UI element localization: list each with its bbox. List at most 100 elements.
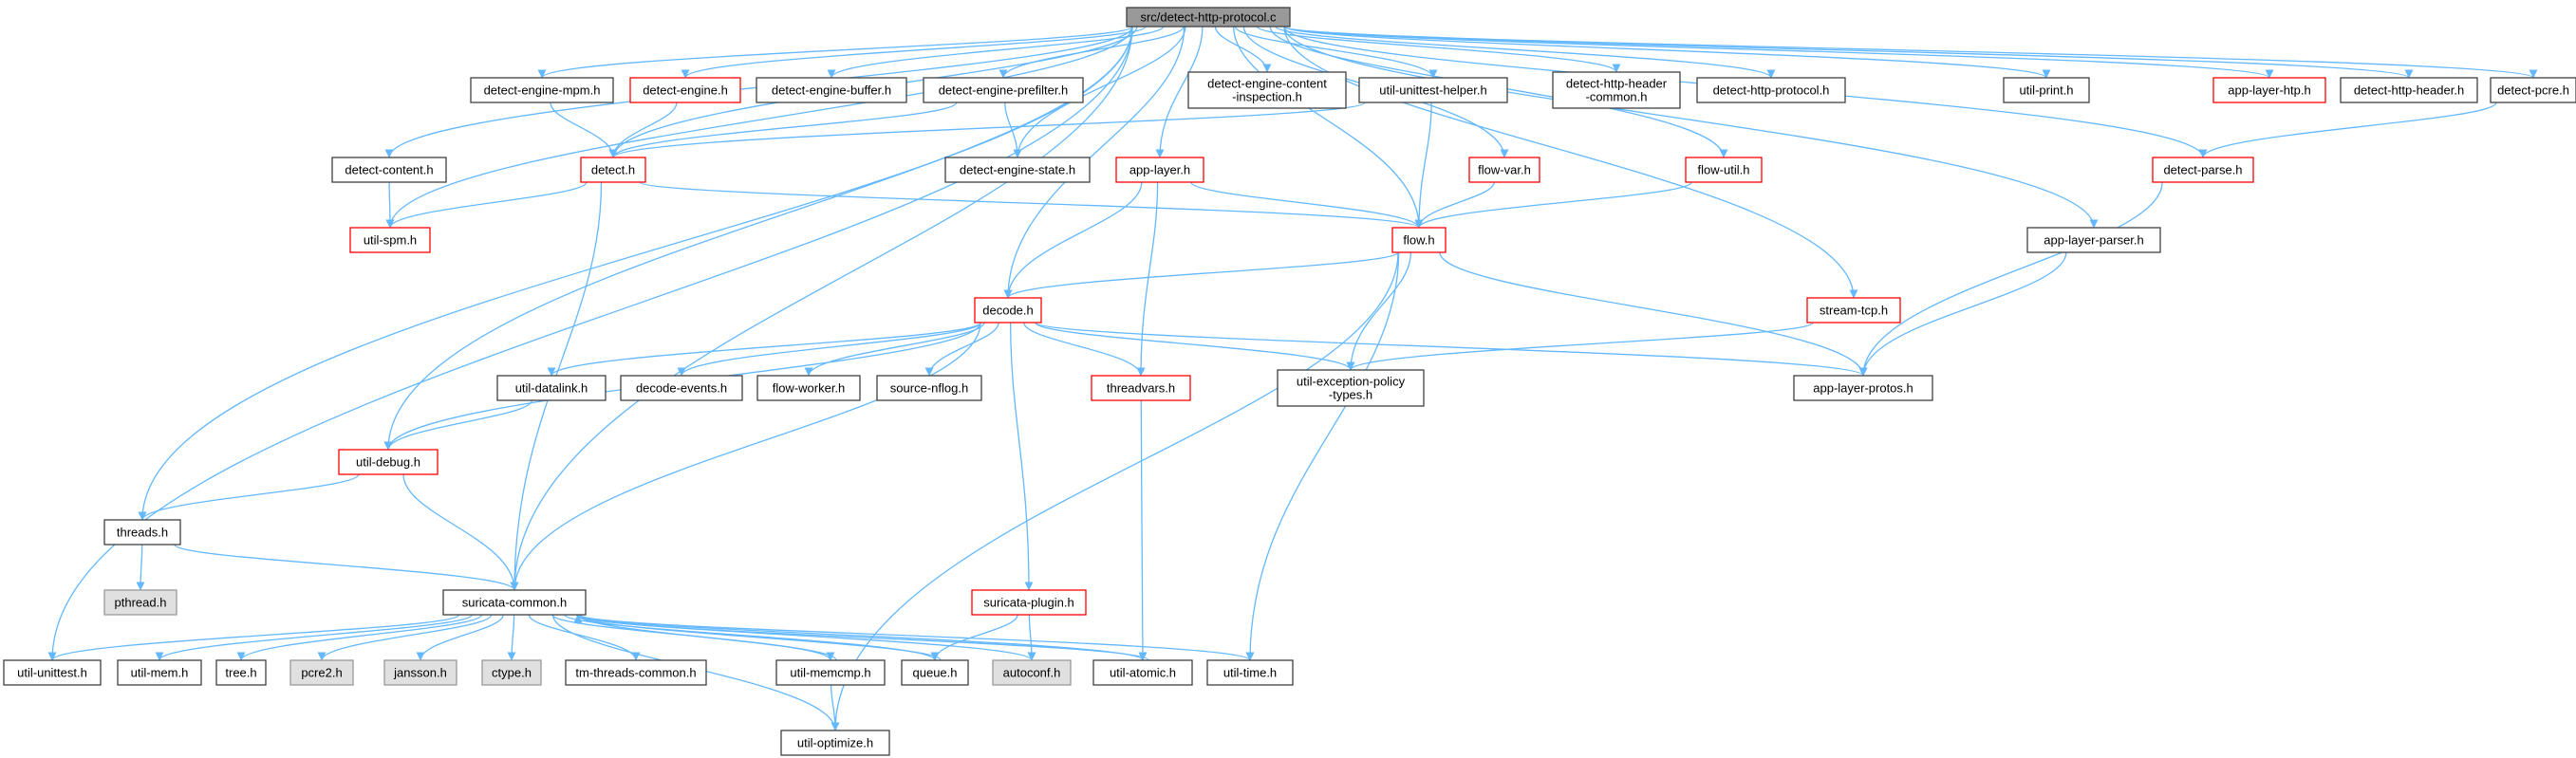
node-detect[interactable]: detect.h — [580, 157, 646, 183]
node-detect-engine-state[interactable]: detect-engine-state.h — [944, 157, 1091, 183]
node-box-decode-events — [620, 375, 743, 401]
node-label-util-atomic: util-atomic.h — [1110, 666, 1176, 680]
node-detect-http-protocol[interactable]: detect-http-protocol.h — [1696, 77, 1846, 103]
node-threadvars[interactable]: threadvars.h — [1091, 375, 1191, 401]
edge-decode-to-suricata-plugin — [1009, 322, 1034, 591]
node-jansson[interactable]: jansson.h — [383, 659, 457, 686]
edge-flow-to-util-exception-policy-types — [1346, 251, 1412, 371]
node-box-detect-engine-state — [944, 157, 1091, 183]
node-box-source-nflog — [876, 375, 982, 401]
node-detect-engine-content[interactable]: detect-engine-content-inspection.h — [1187, 71, 1347, 109]
node-label-root: src/detect-http-protocol.c — [1140, 10, 1277, 25]
edge-suricata-plugin-to-autoconf — [1027, 614, 1036, 661]
node-label-util-datalink: util-datalink.h — [515, 381, 588, 396]
node-app-layer-htp[interactable]: app-layer-htp.h — [2212, 77, 2326, 103]
node-label-pcre2: pcre2.h — [301, 666, 342, 680]
edge-root-to-app-layer-parser — [1283, 26, 2099, 229]
node-label-jansson: jansson.h — [393, 666, 447, 680]
node-box-util-datalink — [496, 375, 607, 401]
edge-decode-to-threadvars — [1023, 322, 1146, 377]
node-flow-worker[interactable]: flow-worker.h — [756, 375, 861, 401]
node-util-spm[interactable]: util-spm.h — [349, 227, 431, 253]
node-pcre2[interactable]: pcre2.h — [289, 659, 354, 686]
node-label-source-nflog: source-nflog.h — [890, 381, 968, 396]
node-detect-pcre[interactable]: detect-pcre.h — [2490, 77, 2576, 103]
node-tm-threads-common[interactable]: tm-threads-common.h — [565, 659, 707, 686]
node-util-print[interactable]: util-print.h — [2003, 77, 2090, 103]
node-box-pthread — [103, 589, 177, 616]
node-decode[interactable]: decode.h — [974, 297, 1042, 324]
node-label-threadvars: threadvars.h — [1107, 381, 1175, 396]
edge-app-layer-to-threadvars — [1136, 181, 1159, 377]
node-box-decode — [974, 297, 1042, 324]
node-label-decode-events: decode-events.h — [636, 381, 727, 396]
node-app-layer[interactable]: app-layer.h — [1115, 157, 1204, 183]
edge-decode-to-suricata-common — [510, 322, 981, 591]
node-label-util-unittest: util-unittest.h — [17, 666, 87, 680]
node-util-mem[interactable]: util-mem.h — [117, 659, 202, 686]
node-util-atomic[interactable]: util-atomic.h — [1092, 659, 1193, 686]
node-label-util-exception-policy-types: util-exception-policy-types.h — [1297, 375, 1406, 402]
node-flow[interactable]: flow.h — [1391, 227, 1447, 253]
node-box-util-unittest-helper — [1358, 77, 1508, 103]
node-box-util-time — [1206, 659, 1294, 686]
node-stream-tcp[interactable]: stream-tcp.h — [1806, 297, 1901, 324]
node-label-decode: decode.h — [982, 304, 1034, 318]
edge-util-unittest-helper-to-flow — [1414, 102, 1432, 229]
node-threads[interactable]: threads.h — [103, 519, 181, 545]
edge-root-to-suricata-common — [510, 26, 1133, 591]
node-util-debug[interactable]: util-debug.h — [338, 449, 439, 475]
edge-root-to-stream-tcp — [1283, 26, 1858, 299]
node-autoconf[interactable]: autoconf.h — [992, 659, 1072, 686]
node-detect-http-header[interactable]: detect-http-header.h — [2340, 77, 2478, 103]
node-label-detect-http-header: detect-http-header.h — [2354, 83, 2464, 98]
edge-root-to-app-layer — [1155, 26, 1204, 158]
node-label-app-layer-htp: app-layer-htp.h — [2228, 83, 2310, 98]
node-box-app-layer-protos — [1793, 375, 1933, 401]
node-detect-engine-mpm[interactable]: detect-engine-mpm.h — [470, 77, 614, 103]
node-detect-content[interactable]: detect-content.h — [331, 157, 447, 183]
node-box-detect-http-protocol — [1696, 77, 1846, 103]
node-suricata-plugin[interactable]: suricata-plugin.h — [971, 589, 1087, 616]
node-detect-engine[interactable]: detect-engine.h — [629, 77, 741, 103]
node-app-layer-protos[interactable]: app-layer-protos.h — [1793, 375, 1933, 401]
node-source-nflog[interactable]: source-nflog.h — [876, 375, 982, 401]
node-detect-parse[interactable]: detect-parse.h — [2152, 157, 2254, 183]
edge-suricata-common-to-tree — [236, 614, 483, 661]
node-flow-util[interactable]: flow-util.h — [1685, 157, 1763, 183]
node-util-unittest[interactable]: util-unittest.h — [3, 659, 102, 686]
node-pthread[interactable]: pthread.h — [103, 589, 177, 616]
node-flow-var[interactable]: flow-var.h — [1468, 157, 1540, 183]
node-detect-engine-prefilter[interactable]: detect-engine-prefilter.h — [923, 77, 1084, 103]
node-detect-engine-buffer[interactable]: detect-engine-buffer.h — [756, 77, 907, 103]
node-box-detect-http-header-common — [1552, 71, 1681, 109]
edge-suricata-common-to-jansson — [416, 614, 504, 661]
node-label-detect: detect.h — [591, 163, 635, 177]
edge-threadvars-to-util-atomic — [1138, 399, 1148, 661]
edge-root-to-app-layer-htp — [1283, 26, 2274, 79]
node-suricata-common[interactable]: suricata-common.h — [442, 589, 587, 616]
node-detect-http-header-common[interactable]: detect-http-header-common.h — [1552, 71, 1681, 109]
node-util-unittest-helper[interactable]: util-unittest-helper.h — [1358, 77, 1508, 103]
node-label-app-layer: app-layer.h — [1129, 163, 1190, 177]
edge-detect-to-flow — [639, 181, 1424, 229]
node-queue[interactable]: queue.h — [901, 659, 969, 686]
edge-util-atomic-to-suricata-common — [573, 614, 1149, 661]
node-ctype[interactable]: ctype.h — [481, 659, 542, 686]
node-util-datalink[interactable]: util-datalink.h — [496, 375, 607, 401]
node-util-optimize[interactable]: util-optimize.h — [780, 730, 890, 756]
node-box-root — [1126, 7, 1291, 28]
node-tree[interactable]: tree.h — [215, 659, 267, 686]
node-box-app-layer-parser — [2026, 227, 2161, 253]
edge-decode-to-source-nflog — [924, 322, 999, 377]
node-util-memcmp[interactable]: util-memcmp.h — [775, 659, 886, 686]
node-label-flow-worker: flow-worker.h — [773, 381, 846, 396]
node-box-ctype — [481, 659, 542, 686]
node-util-time[interactable]: util-time.h — [1206, 659, 1294, 686]
node-label-queue: queue.h — [913, 666, 958, 680]
node-app-layer-parser[interactable]: app-layer-parser.h — [2026, 227, 2161, 253]
edge-suricata-common-to-pcre2 — [317, 614, 493, 661]
node-util-exception-policy-types[interactable]: util-exception-policy-types.h — [1277, 369, 1425, 407]
edge-decode-to-app-layer-protos — [1035, 322, 1868, 377]
node-decode-events[interactable]: decode-events.h — [620, 375, 743, 401]
